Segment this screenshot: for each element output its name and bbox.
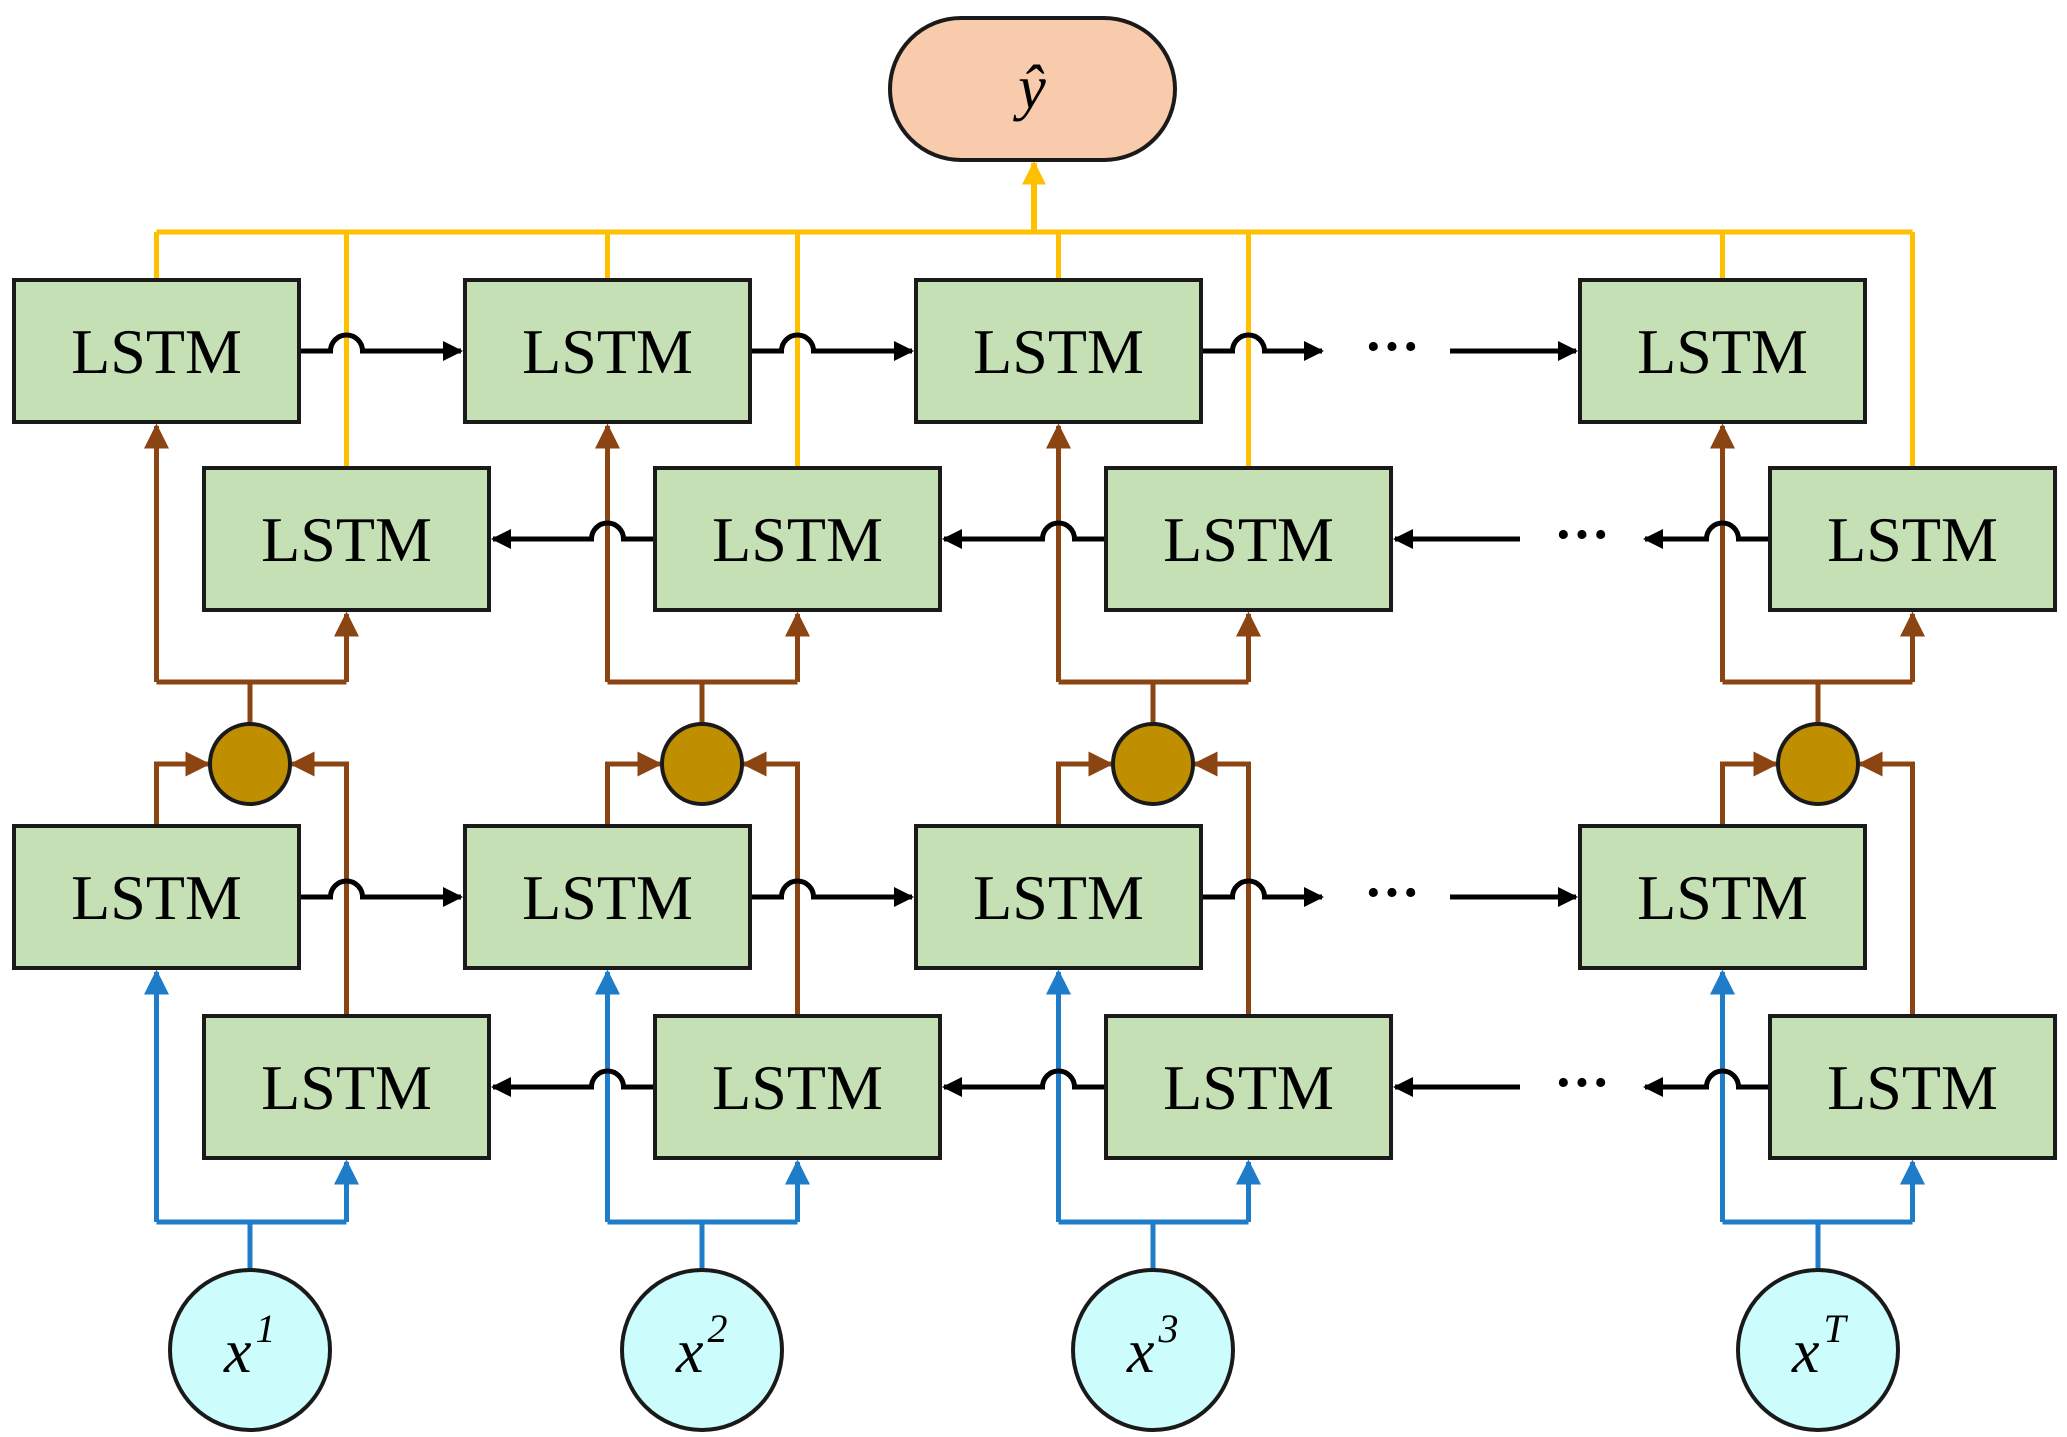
recurrent-backward [1643,520,1770,549]
lstm-bottom-forward-4: LSTM [1578,824,1867,970]
lstm-label: LSTM [261,1052,432,1123]
lstm-label: LSTM [522,316,693,387]
recurrent-forward [1201,332,1324,361]
merge-in-forward [1056,751,1114,826]
lstm-bottom-forward-3: LSTM [914,824,1203,970]
recurrent-backward [491,1068,655,1097]
lstm-top-forward-1: LSTM [12,278,301,424]
recurrent-forward [750,332,914,361]
lstm-cells: LSTM LSTM LSTM LSTM LSTM LSTM LSTM LSTM LSTM LSTM… [12,278,2057,1160]
recurrent-connections: ··· ··· ··· ··· [299,316,1770,1114]
lstm-top-forward-3: LSTM [914,278,1203,424]
merge-in-backward [1192,751,1251,1016]
recurrent-forward [750,878,914,907]
recurrent-backward [491,520,655,549]
output-node: ŷ [888,16,1177,162]
merge-in-backward [1857,751,1915,1016]
lstm-top-forward-4: LSTM [1578,278,1867,424]
merge-in-forward [605,751,663,826]
lstm-label: LSTM [1827,1052,1998,1123]
lstm-label: LSTM [973,316,1144,387]
lstm-label: LSTM [71,862,242,933]
lstm-label: LSTM [522,862,693,933]
lstm-label: LSTM [1163,1052,1334,1123]
lstm-bottom-forward-1: LSTM [12,824,301,970]
lstm-bottom-backward-3: LSTM [1104,1014,1393,1160]
lstm-label: LSTM [712,504,883,575]
lstm-bottom-forward-2: LSTM [463,824,752,970]
lstm-label: LSTM [1827,504,1998,575]
lstm-label: LSTM [1637,316,1808,387]
lstm-label: LSTM [71,316,242,387]
merge-in-forward [1720,751,1779,826]
lstm-top-backward-2: LSTM [653,466,942,612]
lstm-top-backward-4: LSTM [1768,466,2057,612]
lstm-label: LSTM [973,862,1144,933]
lstm-bottom-backward-4: LSTM [1768,1014,2057,1160]
lstm-top-forward-2: LSTM [463,278,752,424]
output-connections [154,160,1915,468]
lstm-label: LSTM [712,1052,883,1123]
merge-in-forward [154,751,211,826]
lstm-label: LSTM [1163,504,1334,575]
lstm-label: LSTM [1637,862,1808,933]
lstm-bottom-backward-1: LSTM [202,1014,491,1160]
output-label: ŷ [1012,54,1046,122]
merge-node-1 [208,722,292,806]
lstm-label: LSTM [261,504,432,575]
ellipsis: ··· [1364,862,1420,924]
recurrent-backward [942,520,1106,549]
merge-connections [144,423,1925,1016]
merge-node-4 [1776,722,1860,806]
ellipsis: ··· [1364,316,1420,378]
merge-node-2 [660,722,744,806]
recurrent-forward [299,332,463,361]
recurrent-forward [1201,878,1324,907]
recurrent-backward [1643,1068,1770,1097]
recurrent-forward [299,878,463,907]
merge-nodes [208,722,1860,806]
ellipsis: ··· [1554,504,1610,566]
merge-in-backward [289,751,349,1016]
input-connections [144,969,1925,1270]
ellipsis: ··· [1554,1052,1610,1114]
merge-node-3 [1111,722,1195,806]
lstm-top-backward-3: LSTM [1104,466,1393,612]
merge-in-backward [741,751,800,1016]
lstm-top-backward-1: LSTM [202,466,491,612]
lstm-bottom-backward-2: LSTM [653,1014,942,1160]
recurrent-backward [942,1068,1106,1097]
